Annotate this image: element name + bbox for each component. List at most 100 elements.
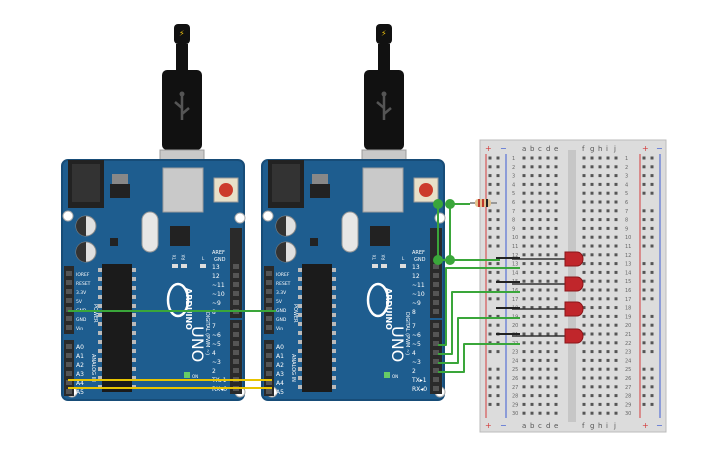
breadboard-hole[interactable] xyxy=(554,314,558,318)
rail-hole[interactable] xyxy=(642,385,646,389)
breadboard-hole[interactable] xyxy=(590,253,594,257)
breadboard-hole[interactable] xyxy=(530,306,534,310)
rail-hole[interactable] xyxy=(488,332,492,336)
analog-pin-A4[interactable] xyxy=(66,380,72,385)
breadboard-hole[interactable] xyxy=(582,376,586,380)
breadboard-hole[interactable] xyxy=(590,376,594,380)
breadboard-hole[interactable] xyxy=(614,226,618,230)
wire-junction[interactable] xyxy=(445,199,455,209)
breadboard-hole[interactable] xyxy=(614,279,618,283)
breadboard-hole[interactable] xyxy=(614,200,618,204)
breadboard-hole[interactable] xyxy=(522,191,526,195)
breadboard-hole[interactable] xyxy=(538,209,542,213)
breadboard-hole[interactable] xyxy=(598,191,602,195)
breadboard-hole[interactable] xyxy=(606,402,610,406)
breadboard-hole[interactable] xyxy=(538,253,542,257)
breadboard-hole[interactable] xyxy=(598,376,602,380)
rail-hole[interactable] xyxy=(488,174,492,178)
breadboard-hole[interactable] xyxy=(554,244,558,248)
breadboard-hole[interactable] xyxy=(606,350,610,354)
header-pin-~9[interactable] xyxy=(233,300,239,305)
breadboard-hole[interactable] xyxy=(606,411,610,415)
rail-hole[interactable] xyxy=(496,394,500,398)
breadboard-hole[interactable] xyxy=(530,253,534,257)
header-pin-1[interactable] xyxy=(433,332,439,337)
rail-hole[interactable] xyxy=(496,156,500,160)
header-pin-4[interactable] xyxy=(433,359,439,364)
power-pin-RESET[interactable] xyxy=(66,280,72,285)
breadboard-hole[interactable] xyxy=(598,288,602,292)
rail-hole[interactable] xyxy=(650,191,654,195)
rail-hole[interactable] xyxy=(488,350,492,354)
rail-hole[interactable] xyxy=(496,341,500,345)
breadboard-components[interactable] xyxy=(470,199,584,344)
breadboard-hole[interactable] xyxy=(598,394,602,398)
breadboard-hole[interactable] xyxy=(522,394,526,398)
breadboard-hole[interactable] xyxy=(582,350,586,354)
breadboard-hole[interactable] xyxy=(530,182,534,186)
breadboard-hole[interactable] xyxy=(590,411,594,415)
breadboard-hole[interactable] xyxy=(522,218,526,222)
rail-hole[interactable] xyxy=(642,341,646,345)
wires[interactable] xyxy=(68,199,520,389)
rail-hole[interactable] xyxy=(650,218,654,222)
breadboard-hole[interactable] xyxy=(590,306,594,310)
breadboard-hole[interactable] xyxy=(598,314,602,318)
breadboard-hole[interactable] xyxy=(554,156,558,160)
breadboard-hole[interactable] xyxy=(554,226,558,230)
breadboard-hole[interactable] xyxy=(598,270,602,274)
breadboard-hole[interactable] xyxy=(606,209,610,213)
breadboard-hole[interactable] xyxy=(606,394,610,398)
rail-hole[interactable] xyxy=(488,367,492,371)
power-pin-3.3V[interactable] xyxy=(66,289,72,294)
breadboard-hole[interactable] xyxy=(530,394,534,398)
rail-hole[interactable] xyxy=(496,350,500,354)
breadboard-hole[interactable] xyxy=(538,314,542,318)
power-pin-Vin[interactable] xyxy=(66,325,72,330)
header-pin-5[interactable] xyxy=(233,368,239,373)
breadboard-hole[interactable] xyxy=(582,297,586,301)
breadboard-hole[interactable] xyxy=(606,385,610,389)
breadboard-hole[interactable] xyxy=(530,350,534,354)
header-pin-2[interactable] xyxy=(233,341,239,346)
wire-pin2-led4[interactable] xyxy=(438,343,520,373)
breadboard-hole[interactable] xyxy=(546,262,550,266)
breadboard-hole[interactable] xyxy=(590,288,594,292)
breadboard-hole[interactable] xyxy=(554,385,558,389)
analog-pin-A5[interactable] xyxy=(66,389,72,394)
breadboard-hole[interactable] xyxy=(582,367,586,371)
breadboard-hole[interactable] xyxy=(538,341,542,345)
rail-hole[interactable] xyxy=(650,244,654,248)
breadboard-hole[interactable] xyxy=(598,209,602,213)
rail-hole[interactable] xyxy=(496,165,500,169)
breadboard-hole[interactable] xyxy=(538,385,542,389)
analog-pin-A0[interactable] xyxy=(266,344,272,349)
power-pin-GND[interactable] xyxy=(266,307,272,312)
breadboard-hole[interactable] xyxy=(530,411,534,415)
breadboard-hole[interactable] xyxy=(530,385,534,389)
rail-hole[interactable] xyxy=(650,332,654,336)
rail-hole[interactable] xyxy=(642,332,646,336)
rail-hole[interactable] xyxy=(496,244,500,248)
breadboard-hole[interactable] xyxy=(598,306,602,310)
breadboard-hole[interactable] xyxy=(582,385,586,389)
breadboard-hole[interactable] xyxy=(522,244,526,248)
breadboard-hole[interactable] xyxy=(598,253,602,257)
rail-hole[interactable] xyxy=(488,165,492,169)
breadboard-hole[interactable] xyxy=(582,156,586,160)
breadboard-hole[interactable] xyxy=(554,218,558,222)
breadboard-hole[interactable] xyxy=(590,279,594,283)
breadboard-hole[interactable] xyxy=(554,235,558,239)
header-pin-~11[interactable] xyxy=(233,282,239,287)
power-pin-RESET[interactable] xyxy=(266,280,272,285)
rail-hole[interactable] xyxy=(488,270,492,274)
breadboard-hole[interactable] xyxy=(590,358,594,362)
rail-hole[interactable] xyxy=(488,244,492,248)
rail-hole[interactable] xyxy=(642,279,646,283)
analog-pin-A2[interactable] xyxy=(266,362,272,367)
header-pin-5[interactable] xyxy=(433,368,439,373)
rail-hole[interactable] xyxy=(650,385,654,389)
breadboard-hole[interactable] xyxy=(614,244,618,248)
analog-pin-A5[interactable] xyxy=(266,389,272,394)
